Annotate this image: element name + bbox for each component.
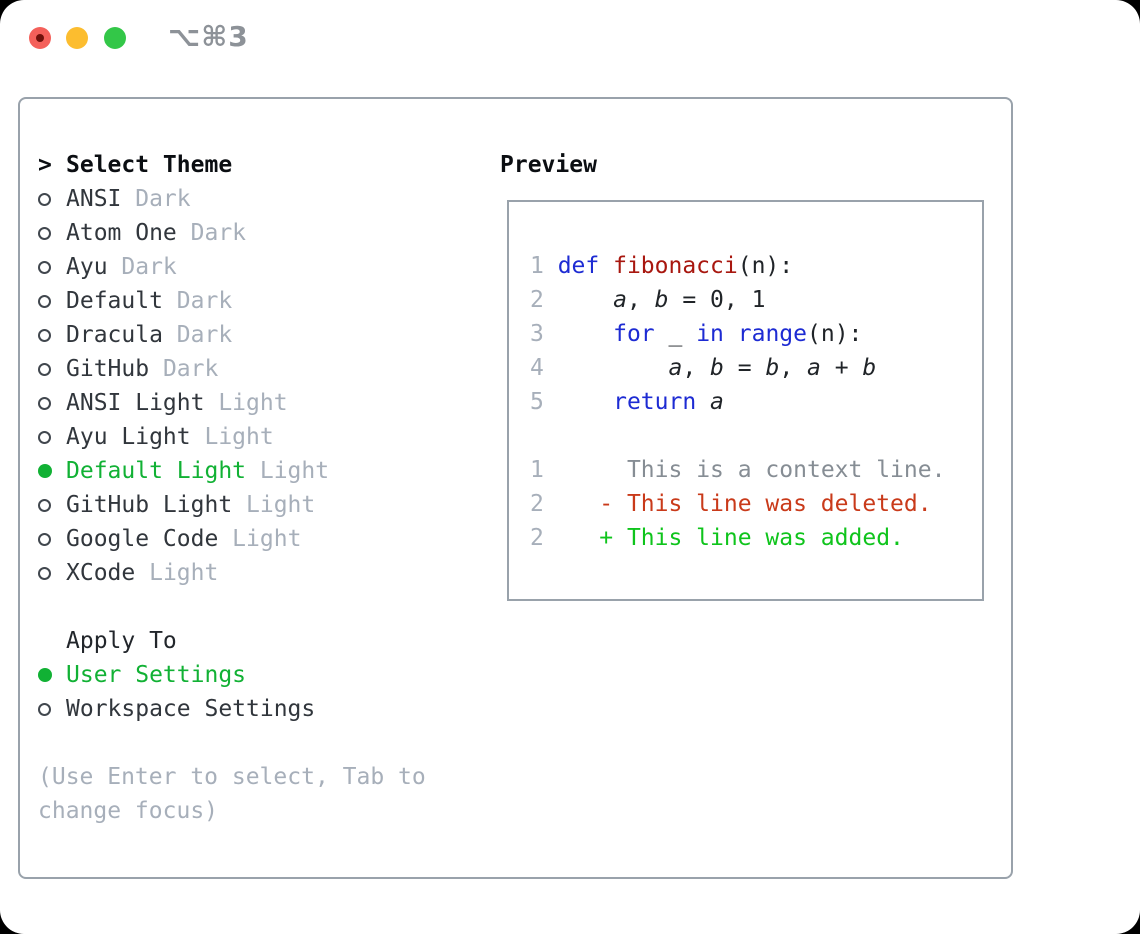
code-preview-content: 1 def fibonacci(n): 2 a, b = 0, 1 3 for _ … (509, 202, 982, 555)
window-shortcut-label: ⌥⌘3 (168, 20, 249, 53)
theme-list-title: Select Theme (66, 152, 233, 178)
radio-icon (38, 532, 51, 546)
radio-icon (38, 192, 51, 206)
theme-option-xcode[interactable]: XCode Light (38, 556, 329, 590)
radio-icon (38, 294, 51, 308)
radio-icon (38, 396, 51, 410)
theme-option-dracula[interactable]: Dracula Dark (38, 318, 329, 352)
apply-to-options-list: User Settings Workspace Settings (38, 658, 329, 726)
theme-option-atom-one[interactable]: Atom One Dark (38, 216, 329, 250)
minimize-button[interactable] (66, 27, 88, 49)
radio-icon (38, 362, 51, 376)
code-line: 4 a, b = b, a + b (530, 355, 877, 381)
theme-option-ayu-light[interactable]: Ayu Light Light (38, 420, 329, 454)
radio-icon (38, 668, 52, 682)
code-line: 2 a, b = 0, 1 (530, 287, 766, 313)
theme-selector: > Select Theme ANSI Dark Atom One Dark A… (38, 148, 329, 726)
radio-icon (38, 464, 52, 478)
help-hint: (Use Enter to select, Tab to change focu… (38, 764, 440, 824)
theme-option-ayu[interactable]: Ayu Dark (38, 250, 329, 284)
theme-option-github[interactable]: GitHub Dark (38, 352, 329, 386)
apply-option-user-settings[interactable]: User Settings (38, 658, 329, 692)
radio-icon (38, 566, 51, 580)
code-line: 3 for _ in range(n): (530, 321, 863, 347)
titlebar: ⌥⌘3 (0, 0, 1140, 76)
theme-option-ansi[interactable]: ANSI Dark (38, 182, 329, 216)
radio-icon (38, 260, 51, 274)
code-line: 1 def fibonacci(n): (530, 253, 794, 279)
code-line: 2 + This line was added. (530, 525, 904, 551)
apply-to-header-row: Apply To (38, 624, 329, 658)
theme-list-header-row: > Select Theme (38, 148, 329, 182)
preview-title: Preview (500, 152, 597, 178)
theme-option-default[interactable]: Default Dark (38, 284, 329, 318)
radio-icon (38, 702, 51, 716)
apply-option-workspace-settings[interactable]: Workspace Settings (38, 692, 329, 726)
radio-icon (38, 498, 51, 512)
code-line: 2 - This line was deleted. (530, 491, 932, 517)
main-panel: > Select Theme ANSI Dark Atom One Dark A… (18, 97, 1013, 879)
maximize-button[interactable] (104, 27, 126, 49)
code-preview-panel: 1 def fibonacci(n): 2 a, b = 0, 1 3 for _ … (507, 200, 984, 601)
radio-icon (38, 226, 51, 240)
theme-option-github-light[interactable]: GitHub Light Light (38, 488, 329, 522)
theme-option-default-light[interactable]: Default Light Light (38, 454, 329, 488)
spacer-row (38, 590, 329, 624)
code-line (530, 419, 982, 453)
radio-icon (38, 430, 51, 444)
theme-options-list: ANSI Dark Atom One Dark Ayu Dark Default… (38, 182, 329, 590)
theme-option-ansi-light[interactable]: ANSI Light Light (38, 386, 329, 420)
preview-title-row: Preview (500, 148, 597, 182)
focus-caret-icon: > (38, 152, 52, 178)
close-button[interactable] (29, 27, 51, 49)
apply-to-title: Apply To (66, 628, 177, 654)
radio-icon (38, 328, 51, 342)
code-line: 1 This is a context line. (530, 457, 946, 483)
theme-option-google-code[interactable]: Google Code Light (38, 522, 329, 556)
code-line: 5 return a (530, 389, 724, 415)
